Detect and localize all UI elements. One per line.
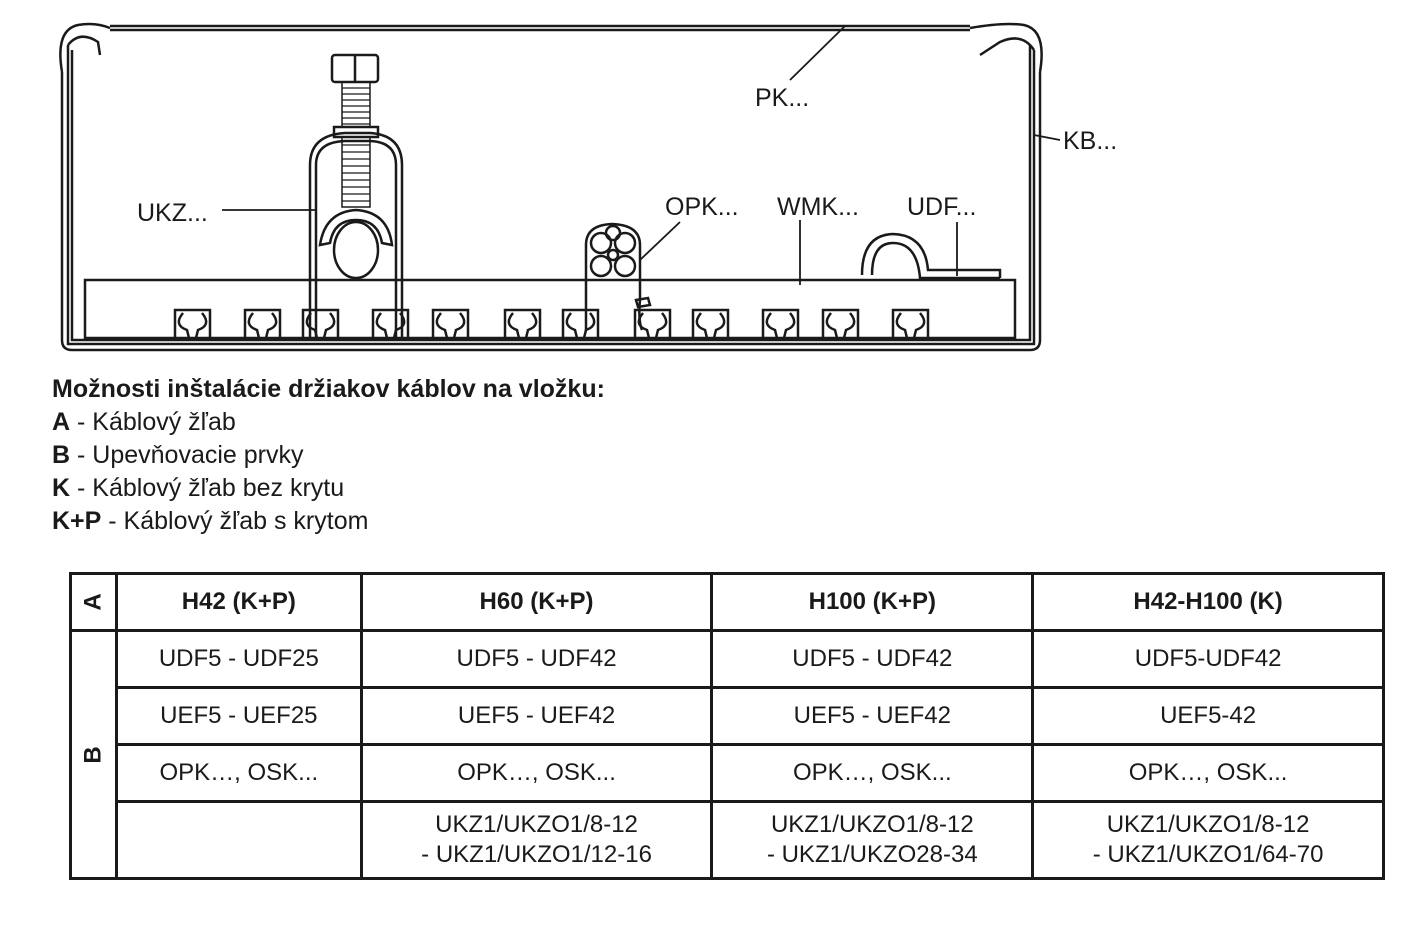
udf-clip <box>860 232 1002 280</box>
cell-line: - UKZ1/UKZO1/12-16 <box>421 841 652 868</box>
row-label-b: B <box>69 629 118 880</box>
table-row: B UDF5 - UDF25 UDF5 - UDF42 UDF5 - UDF42… <box>69 629 1385 880</box>
label-kb: KB... <box>1063 127 1117 155</box>
legend-item: K+P - Káblový žľab s krytom <box>52 505 605 538</box>
tray-body <box>59 22 1043 352</box>
legend-item: B - Upevňovacie prvky <box>52 439 605 472</box>
row-label-a-text: A <box>79 593 107 611</box>
table-cell: UEF5 - UEF42 <box>710 686 1035 746</box>
header-cell: H60 (K+P) <box>359 572 714 632</box>
table-cell: UKZ1/UKZO1/8-12 - UKZ1/UKZO1/64-70 <box>1031 800 1385 880</box>
slot <box>891 308 930 339</box>
slot <box>761 308 800 339</box>
table-cell: OPK…, OSK... <box>115 743 363 803</box>
compatibility-table: A H42 (K+P) H60 (K+P) H100 (K+P) H42-H10… <box>69 572 1385 880</box>
table-row: UEF5 - UEF25 UEF5 - UEF42 UEF5 - UEF42 U… <box>71 686 1385 746</box>
table-cell: OPK…, OSK... <box>1031 743 1385 803</box>
label-ukz: UKZ... <box>137 199 208 227</box>
table-cell: UDF5 - UDF42 <box>359 629 714 689</box>
slot <box>821 308 860 339</box>
ukz-clamp <box>308 53 404 338</box>
table-cell: UKZ1/UKZO1/8-12 - UKZ1/UKZO1/12-16 <box>359 800 714 880</box>
table-cell: UEF5 - UEF42 <box>359 686 714 746</box>
slot <box>173 308 212 339</box>
cell-line: UKZ1/UKZO1/8-12 <box>1106 811 1310 838</box>
legend-item: K - Káblový žľab bez krytu <box>52 472 605 505</box>
table-cell: UDF5-UDF42 <box>1031 629 1385 689</box>
header-cell: H42-H100 (K) <box>1031 572 1385 632</box>
table-cell: UDF5 - UDF25 <box>115 629 363 689</box>
leader-lines <box>222 25 1061 285</box>
insert-base <box>83 278 1017 340</box>
insert-slots <box>173 308 930 339</box>
cell-line: UKZ1/UKZO1/8-12 <box>435 811 638 838</box>
legend-key: K <box>52 474 71 502</box>
row-label-a: A <box>69 572 118 632</box>
table-cell: UKZ1/UKZO1/8-12 - UKZ1/UKZO28-34 <box>710 800 1035 880</box>
slot <box>243 308 282 339</box>
slot <box>503 308 542 339</box>
cell-line: - UKZ1/UKZO28-34 <box>766 841 978 868</box>
table-cell <box>115 800 363 880</box>
installation-legend: Možnosti inštalácie držiakov káblov na v… <box>52 373 605 538</box>
cell-line: UKZ1/UKZO1/8-12 <box>770 811 974 838</box>
legend-text: - Káblový žľab <box>70 408 236 436</box>
header-cell: H42 (K+P) <box>115 572 363 632</box>
label-udf: UDF... <box>907 193 976 221</box>
row-label-b-text: B <box>79 745 107 764</box>
table-cell: OPK…, OSK... <box>710 743 1035 803</box>
label-opk: OPK... <box>665 193 739 221</box>
legend-text: - Upevňovacie prvky <box>70 441 304 469</box>
legend-text: - Káblový žľab bez krytu <box>70 474 345 502</box>
legend-text: - Káblový žľab s krytom <box>101 507 369 535</box>
legend-key: K+P <box>52 507 102 535</box>
slot <box>691 308 730 339</box>
table-cell: UEF5 - UEF25 <box>115 686 363 746</box>
legend-item: A - Káblový žľab <box>52 406 605 439</box>
legend-key: A <box>52 408 71 436</box>
table-cell: UEF5-42 <box>1031 686 1385 746</box>
header-row: A H42 (K+P) H60 (K+P) H100 (K+P) H42-H10… <box>69 572 1385 632</box>
cell-line: - UKZ1/UKZO1/64-70 <box>1092 841 1324 868</box>
table-cell: OPK…, OSK... <box>359 743 714 803</box>
label-pk: PK... <box>755 84 809 112</box>
legend-key: B <box>52 441 71 469</box>
slot <box>431 308 470 339</box>
legend-heading: Možnosti inštalácie držiakov káblov na v… <box>52 375 605 403</box>
header-cell: H100 (K+P) <box>710 572 1035 632</box>
table-row: UKZ1/UKZO1/8-12 - UKZ1/UKZO1/12-16 UKZ1/U… <box>71 800 1385 880</box>
label-wmk: WMK... <box>777 193 859 221</box>
table-row: OPK…, OSK... OPK…, OSK... OPK…, OSK... O… <box>71 743 1385 803</box>
cable-tray-diagram: PK... KB... UKZ... OPK... WMK... UDF... <box>59 22 1117 352</box>
slot <box>561 308 600 339</box>
table-cell: UDF5 - UDF42 <box>710 629 1035 689</box>
opk-clip <box>584 222 652 331</box>
slot <box>301 308 340 339</box>
